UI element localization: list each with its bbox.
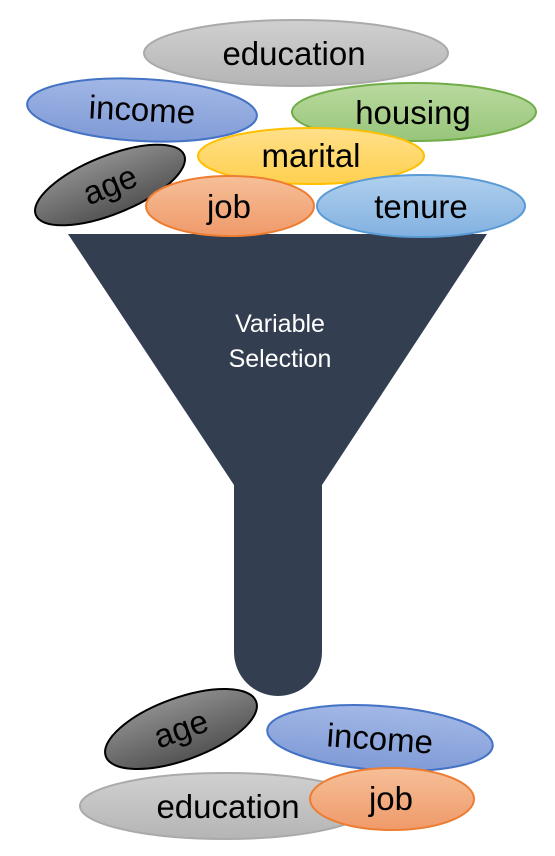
svg-text:tenure: tenure <box>374 188 468 225</box>
input-marital: marital <box>197 127 425 185</box>
input-job: job <box>145 175 315 237</box>
svg-text:job: job <box>368 780 413 817</box>
svg-text:income: income <box>326 716 435 760</box>
input-age: age <box>34 143 186 227</box>
funnel-shape <box>68 234 487 696</box>
svg-text:education: education <box>222 35 365 72</box>
svg-text:marital: marital <box>261 137 360 174</box>
input-income: income <box>26 77 258 143</box>
svg-text:housing: housing <box>355 94 471 131</box>
output-job: job <box>309 767 475 831</box>
output-income: income <box>266 704 494 772</box>
input-housing: housing <box>291 82 537 142</box>
input-education: education <box>143 19 449 87</box>
output-education: education <box>79 772 371 840</box>
funnel-label-line1: Variable <box>235 310 325 338</box>
svg-text:job: job <box>206 188 251 225</box>
output-age: age <box>104 688 258 770</box>
input-tenure: tenure <box>316 174 526 238</box>
funnel-label-line2: Selection <box>229 345 332 373</box>
svg-text:education: education <box>156 788 299 825</box>
svg-text:income: income <box>88 88 196 131</box>
